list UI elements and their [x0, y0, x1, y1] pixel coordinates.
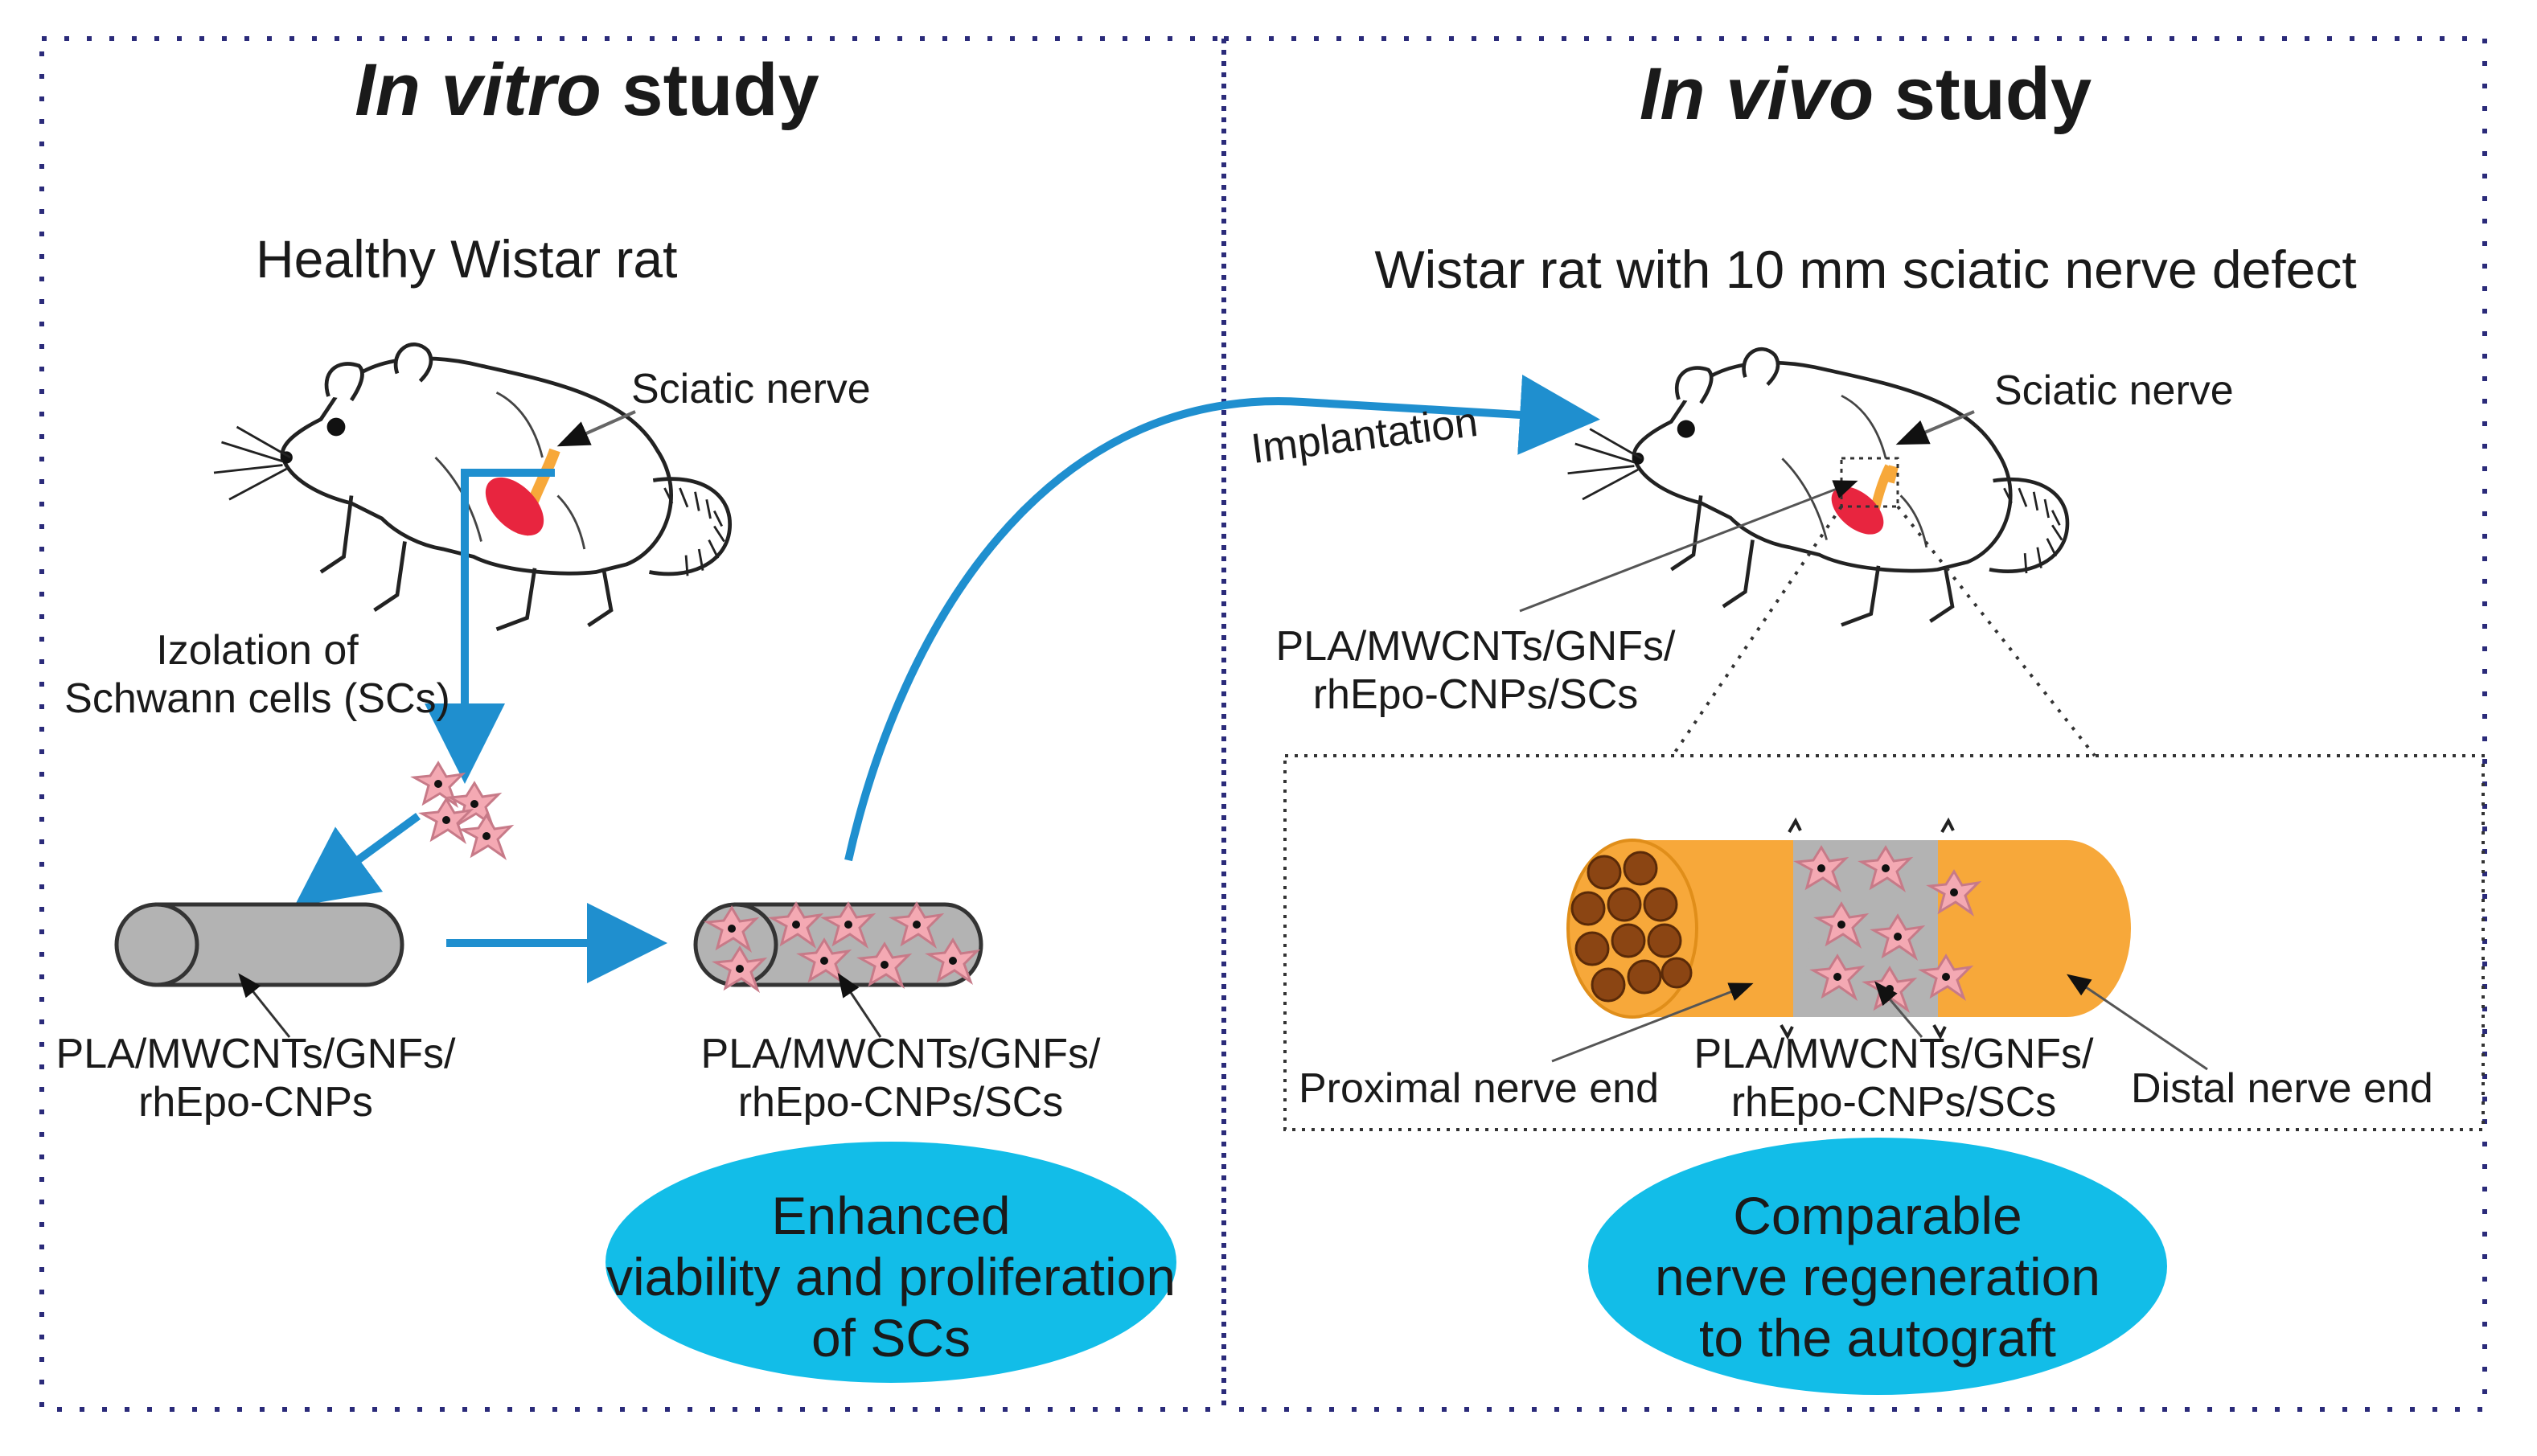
- sciatic-pointer-left: [556, 410, 636, 447]
- scaffold-label: PLA/MWCNTs/GNFs/ rhEpo-CNPs: [55, 1031, 456, 1126]
- right-panel-frame: [1224, 36, 2487, 1412]
- seeded-scaffold-label: PLA/MWCNTs/GNFs/ rhEpo-CNPs/SCs: [700, 1031, 1101, 1126]
- nerve-conduit-detail: [1566, 817, 2131, 1040]
- isolated-cells-cluster: [413, 761, 512, 859]
- zoom-line-left: [1671, 505, 1843, 757]
- left-muscle: [485, 477, 544, 536]
- conduit-label: PLA/MWCNTs/GNFs/ rhEpo-CNPs/SCs: [1693, 1031, 2094, 1126]
- left-sciatic-label: Sciatic nerve: [631, 366, 871, 412]
- sciatic-pointer-right: [1895, 410, 1975, 445]
- implantation-arrow: [844, 374, 1600, 862]
- seeded-scaffold: [693, 902, 983, 991]
- isolation-label: Izolation of Schwann cells (SCs): [64, 627, 450, 722]
- in-vivo-outcome-ellipse: [1588, 1138, 2167, 1395]
- defect-site-box: [1840, 457, 1899, 508]
- left-subtitle: Healthy Wistar rat: [256, 229, 678, 289]
- implant-label: PLA/MWCNTs/GNFs/ rhEpo-CNPs/SCs: [1275, 623, 1676, 718]
- proximal-pointer: [1551, 982, 1754, 1063]
- right-muscle: [1831, 486, 1884, 535]
- seeded-scaffold-pointer: [837, 973, 882, 1038]
- in-vitro-outcome-ellipse: [606, 1142, 1176, 1383]
- distal-label: Distal nerve end: [2131, 1065, 2433, 1112]
- in-vivo-title: In vivo study: [1639, 53, 2092, 135]
- in-vitro-outcome-text: Enhanced viability and proliferation of …: [606, 1186, 1176, 1368]
- in-vivo-outcome-text: Comparable nerve regeneration to the aut…: [1654, 1186, 2101, 1368]
- defect-rat-illustration: [1568, 349, 2067, 625]
- proximal-label: Proximal nerve end: [1299, 1065, 1659, 1112]
- zoom-line-right: [1896, 505, 2096, 757]
- isolation-arrow: [425, 469, 555, 784]
- cells-to-scaffold-arrow: [294, 812, 421, 907]
- empty-scaffold: [114, 902, 404, 987]
- zoom-detail-box: [1283, 754, 2485, 1131]
- in-vitro-title: In vitro study: [355, 49, 819, 131]
- scaffold-pointer: [238, 973, 291, 1038]
- distal-pointer: [2067, 974, 2208, 1071]
- right-sciatic-label: Sciatic nerve: [1994, 367, 2234, 414]
- conduit-pointer: [1874, 981, 1923, 1038]
- right-subtitle: Wistar rat with 10 mm sciatic nerve defe…: [1374, 240, 2357, 299]
- implant-pointer: [1519, 480, 1858, 613]
